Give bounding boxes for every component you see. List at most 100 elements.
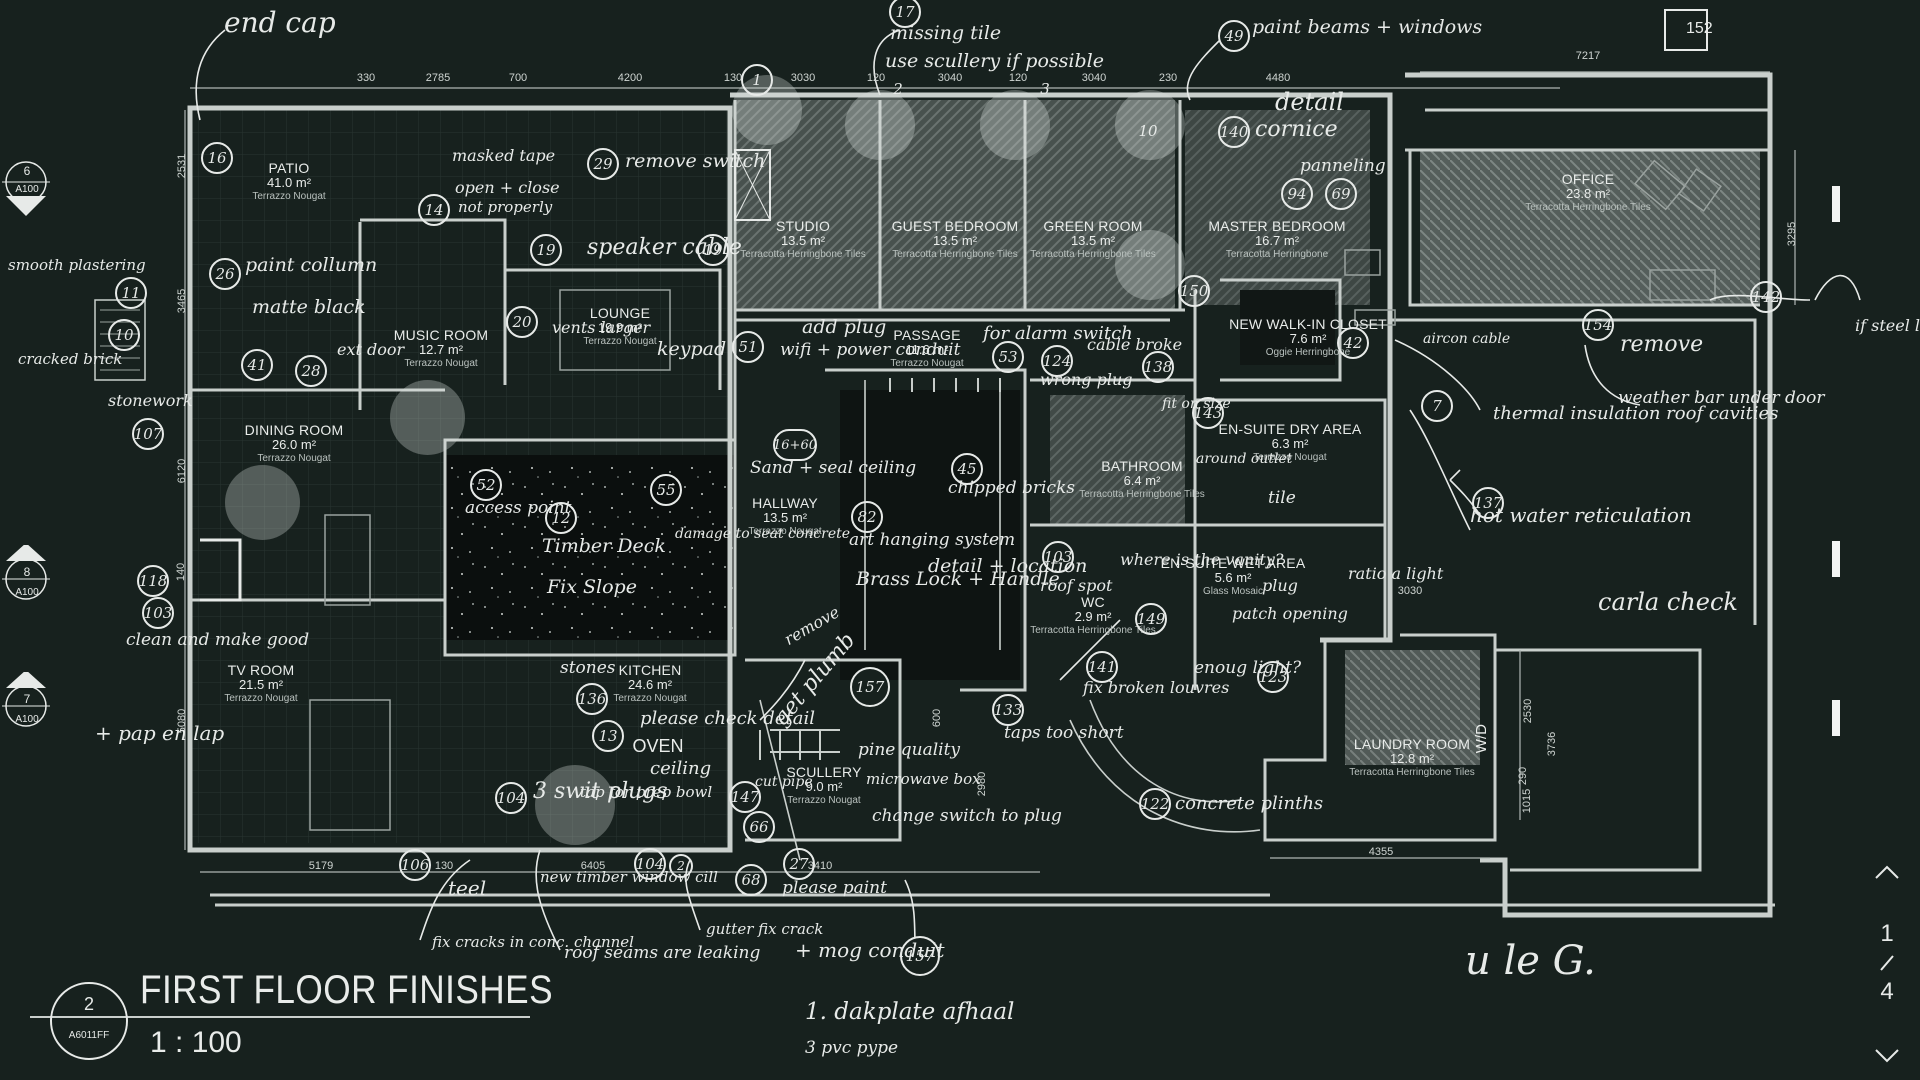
issue-tag[interactable]: 68 — [735, 864, 767, 896]
next-page-button[interactable] — [1872, 1040, 1902, 1070]
section-marker[interactable]: 7 A100 — [0, 672, 54, 727]
highlight-spot — [1115, 90, 1185, 160]
section-number: 7 — [23, 692, 31, 706]
issue-tag[interactable]: 1 — [741, 64, 773, 96]
issue-tag[interactable]: 142 — [1750, 281, 1782, 313]
issue-tag[interactable]: 122 — [1139, 788, 1171, 820]
issue-tag[interactable]: 66 — [743, 811, 775, 843]
issue-tag[interactable]: 138 — [1142, 351, 1174, 383]
drawing-scale: 1 : 100 — [150, 1026, 242, 1059]
issue-tag[interactable]: 118 — [137, 565, 169, 597]
issue-tag[interactable]: 103 — [1042, 541, 1074, 573]
issue-tag[interactable]: 149 — [1135, 603, 1167, 635]
issue-tag[interactable]: 12 — [545, 502, 577, 534]
issue-tag[interactable]: 27 — [783, 848, 815, 880]
issue-tag[interactable]: 10 — [1138, 122, 1158, 140]
nav-marker[interactable] — [1832, 541, 1840, 577]
issue-tag[interactable]: 150 — [1178, 275, 1210, 307]
issue-tag[interactable]: 69 — [1325, 178, 1357, 210]
issue-tag[interactable]: 123 — [1257, 661, 1289, 693]
issue-tag[interactable]: 141 — [1086, 651, 1118, 683]
issue-tag[interactable]: 136 — [576, 683, 608, 715]
issue-tag[interactable]: 51 — [732, 331, 764, 363]
issue-tag[interactable]: 104 — [634, 848, 666, 880]
issue-tag[interactable]: 124 — [1041, 345, 1073, 377]
issue-tag[interactable]: 53 — [992, 341, 1024, 373]
section-marker[interactable]: 8 A100 — [0, 545, 54, 600]
issue-tag[interactable]: 3 — [1040, 80, 1050, 98]
issue-tag[interactable]: 157 — [900, 936, 940, 976]
issue-tag[interactable]: 104 — [495, 782, 527, 814]
room-finish: Oggie Herringbone — [1265, 347, 1351, 359]
annotation: please paint — [782, 878, 887, 898]
room-finish: Terrazzo Nougat — [787, 795, 861, 807]
issue-tag[interactable]: 133 — [992, 694, 1024, 726]
page-navigator: 1 4 — [1850, 850, 1920, 1080]
issue-tag[interactable]: 55 — [650, 474, 682, 506]
issue-tag[interactable]: 16+60 — [773, 429, 817, 461]
issue-tag[interactable]: 52 — [470, 469, 502, 501]
issue-tag[interactable]: 82 — [851, 501, 883, 533]
room-area: 24.6 m² — [627, 677, 673, 693]
issue-tag[interactable]: 147 — [729, 781, 761, 813]
issue-tag[interactable]: 7 — [1421, 390, 1453, 422]
issue-tag[interactable]: 17 — [889, 0, 921, 28]
issue-tag[interactable]: 14 — [418, 194, 450, 226]
issue-tag[interactable]: 20 — [506, 306, 538, 338]
room-finish: Terracotta Herringbone Tiles — [1030, 249, 1156, 261]
issue-tag[interactable]: 157 — [850, 667, 890, 707]
room-area: 7.6 m² — [1289, 331, 1327, 347]
issue-tag[interactable]: 16 — [201, 142, 233, 174]
issue-tag[interactable]: 106 — [399, 849, 431, 881]
room-area: 13.5 m² — [932, 233, 978, 249]
issue-tag[interactable]: 28 — [295, 355, 327, 387]
issue-tag[interactable]: 49 — [1218, 20, 1250, 52]
issue-tag[interactable]: 2 — [669, 854, 693, 878]
issue-tag[interactable]: 13 — [592, 720, 624, 752]
issue-tag[interactable]: 137 — [1472, 487, 1504, 519]
issue-tag[interactable]: 19 — [530, 234, 562, 266]
issue-tag[interactable]: 2 — [893, 80, 903, 98]
issue-tag[interactable]: 29 — [587, 148, 619, 180]
issue-tag[interactable]: 41 — [241, 349, 273, 381]
issue-tag[interactable]: 107 — [132, 418, 164, 450]
nav-marker[interactable] — [1832, 186, 1840, 222]
issue-tag[interactable]: 94 — [1281, 178, 1313, 210]
nav-marker[interactable] — [1832, 700, 1840, 736]
issue-tag[interactable]: 11 — [115, 277, 147, 309]
section-marker[interactable]: 6 A100 — [0, 160, 54, 216]
issue-tag[interactable]: 19 — [697, 234, 729, 266]
annotation: stones — [560, 658, 616, 678]
issue-tag[interactable]: 10 — [108, 319, 140, 351]
previous-page-button[interactable] — [1872, 858, 1902, 888]
issue-tag[interactable]: 143 — [1192, 397, 1224, 429]
annotation: pine quality — [858, 740, 961, 760]
issue-tag[interactable]: 42 — [1337, 327, 1369, 359]
issue-tag[interactable]: 45 — [951, 453, 983, 485]
issue-tag[interactable]: 154 — [1582, 309, 1614, 341]
annotation: microwave box — [866, 770, 981, 788]
issue-tag[interactable]: 26 — [209, 258, 241, 290]
issue-tag[interactable]: 103 — [142, 597, 174, 629]
dimension-label: 4355 — [1368, 846, 1394, 858]
issue-tag[interactable]: 140 — [1218, 116, 1250, 148]
